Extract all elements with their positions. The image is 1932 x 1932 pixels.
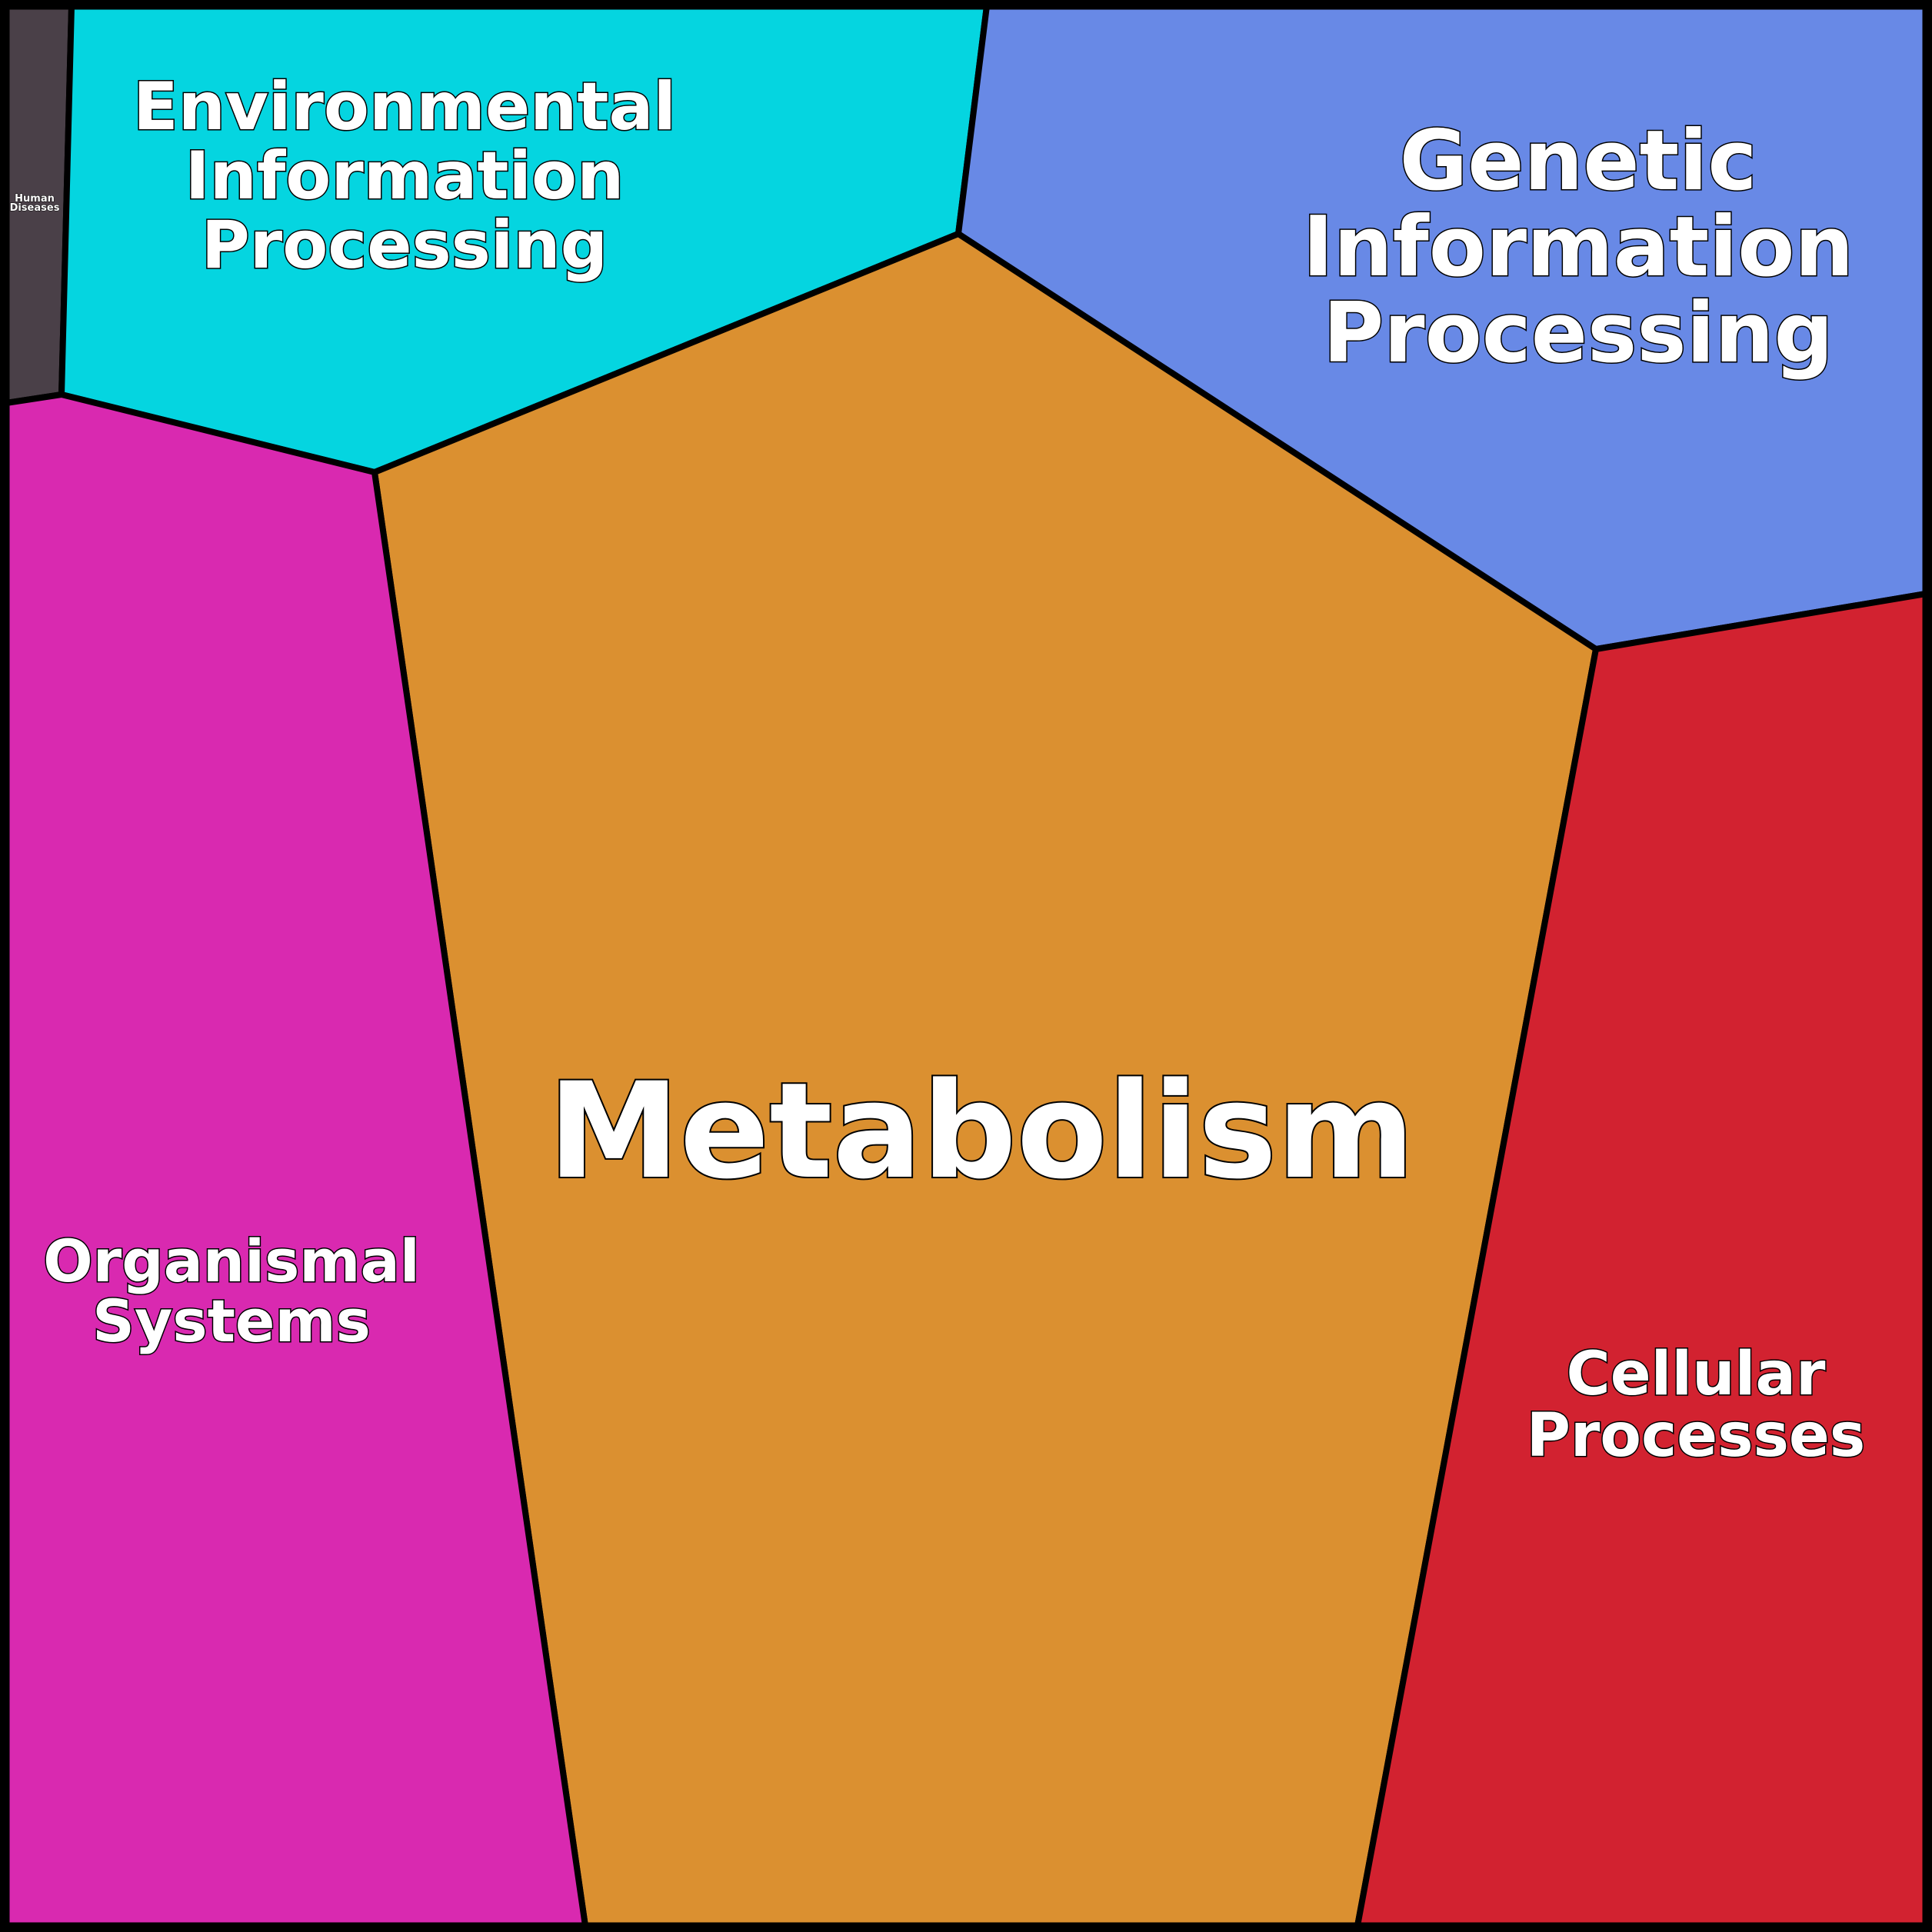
label-line: Genetic — [1400, 113, 1757, 209]
label-line: Processing — [1323, 285, 1834, 381]
label-line: Cellular — [1567, 1340, 1827, 1409]
label-line: Information — [185, 138, 625, 215]
label-line: Organismal — [43, 1227, 420, 1295]
label-line: Diseases — [10, 202, 60, 214]
label-line: Processing — [202, 207, 608, 284]
label-line: Systems — [92, 1287, 371, 1355]
label-metabolism: Metabolism — [548, 1054, 1415, 1208]
label-line: Processes — [1527, 1401, 1866, 1471]
label-line: Information — [1303, 199, 1854, 295]
label-line: Human — [15, 193, 55, 205]
label-line: Metabolism — [548, 1054, 1415, 1208]
label-line: Environmental — [133, 68, 676, 145]
